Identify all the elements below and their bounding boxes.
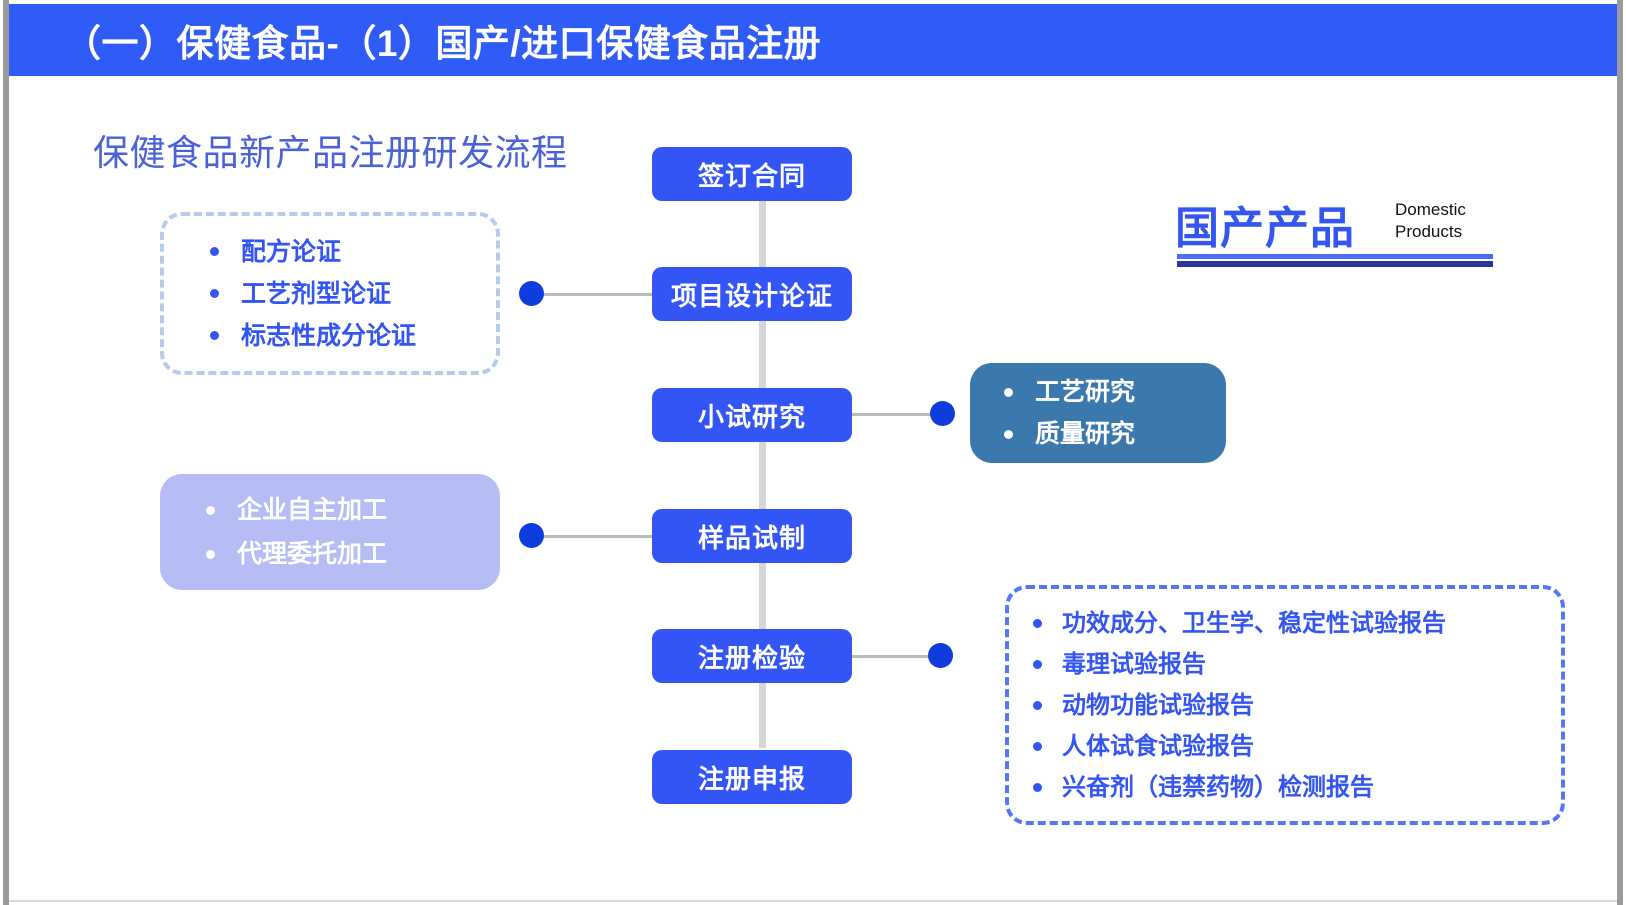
badge-label-cn: 国产产品	[1175, 204, 1355, 253]
connector-dot-research	[930, 401, 955, 426]
bullet-dot-icon	[1033, 618, 1042, 628]
bullet-dot-icon	[1004, 429, 1013, 439]
bullet-dot-icon	[206, 505, 215, 515]
list-item: 动物功能试验报告	[1009, 685, 1446, 726]
page-title: （一）保健食品-（1）国产/进口保健食品注册	[64, 23, 822, 64]
connector-line-reports	[850, 655, 936, 658]
list-item-label: 标志性成分论证	[241, 321, 417, 350]
bullet-dot-icon	[1033, 782, 1042, 792]
connector-line-processing	[540, 535, 654, 538]
panel-research-list: 工艺研究 质量研究	[970, 371, 1135, 455]
list-item-label: 功效成分、卫生学、稳定性试验报告	[1062, 609, 1446, 637]
flow-step-project-design[interactable]: 项目设计论证	[652, 267, 852, 321]
badge-underline-lower	[1177, 261, 1493, 267]
connector-line-research	[850, 413, 950, 416]
connector-dot-formula	[519, 281, 544, 306]
flow-spine	[759, 196, 766, 748]
panel-processing-modes: 企业自主加工 代理委托加工	[160, 474, 500, 590]
bullet-dot-icon	[210, 247, 219, 256]
connector-dot-reports	[928, 643, 953, 668]
panel-test-reports: 功效成分、卫生学、稳定性试验报告 毒理试验报告 动物功能试验报告 人体试食试验报…	[1005, 585, 1565, 825]
panel-reports-list: 功效成分、卫生学、稳定性试验报告 毒理试验报告 动物功能试验报告 人体试食试验报…	[1009, 603, 1446, 808]
left-edge-rail	[3, 0, 9, 905]
panel-formula-arguments: 配方论证 工艺剂型论证 标志性成分论证	[160, 212, 500, 375]
list-item: 代理委托加工	[160, 532, 387, 576]
header-bar: （一）保健食品-（1）国产/进口保健食品注册	[9, 4, 1617, 76]
list-item: 质量研究	[970, 413, 1135, 455]
list-item: 配方论证	[164, 231, 416, 273]
badge-label-en: Domestic Products	[1395, 199, 1466, 243]
bullet-dot-icon	[1033, 659, 1042, 669]
list-item-label: 人体试食试验报告	[1062, 732, 1254, 760]
panel-processing-list: 企业自主加工 代理委托加工	[160, 488, 387, 576]
flow-subtitle: 保健食品新产品注册研发流程	[93, 132, 568, 173]
bottom-rule	[9, 900, 1617, 902]
right-edge-rail	[1617, 0, 1623, 905]
list-item: 功效成分、卫生学、稳定性试验报告	[1009, 603, 1446, 644]
list-item-label: 工艺研究	[1035, 378, 1136, 406]
domestic-product-badge: 国产产品 Domestic Products	[1175, 192, 1500, 270]
bullet-dot-icon	[1033, 700, 1042, 710]
flow-step-registration-filing[interactable]: 注册申报	[652, 750, 852, 804]
bullet-dot-icon	[1004, 387, 1013, 397]
badge-underline-upper	[1177, 254, 1493, 259]
list-item: 人体试食试验报告	[1009, 726, 1446, 767]
connector-dot-processing	[519, 523, 544, 548]
list-item: 标志性成分论证	[164, 315, 416, 357]
bullet-dot-icon	[210, 331, 219, 340]
list-item-label: 动物功能试验报告	[1062, 691, 1254, 719]
list-item: 兴奋剂（违禁药物）检测报告	[1009, 767, 1446, 808]
list-item-label: 质量研究	[1035, 420, 1136, 448]
list-item: 企业自主加工	[160, 488, 387, 532]
flow-step-sign-contract[interactable]: 签订合同	[652, 147, 852, 201]
bullet-dot-icon	[206, 549, 215, 559]
badge-label-en-line2: Products	[1395, 222, 1463, 241]
flow-step-sample-trial[interactable]: 样品试制	[652, 509, 852, 563]
list-item: 毒理试验报告	[1009, 644, 1446, 685]
list-item-label: 配方论证	[241, 237, 342, 266]
panel-formula-list: 配方论证 工艺剂型论证 标志性成分论证	[164, 231, 416, 357]
list-item-label: 兴奋剂（违禁药物）检测报告	[1062, 773, 1374, 801]
connector-line-formula	[540, 293, 654, 296]
badge-label-en-line1: Domestic	[1395, 200, 1466, 219]
bullet-dot-icon	[210, 289, 219, 298]
list-item-label: 工艺剂型论证	[241, 279, 392, 308]
list-item-label: 企业自主加工	[237, 496, 388, 524]
list-item-label: 毒理试验报告	[1062, 650, 1206, 678]
flow-step-pilot-research[interactable]: 小试研究	[652, 388, 852, 442]
bullet-dot-icon	[1033, 741, 1042, 751]
list-item: 工艺剂型论证	[164, 273, 416, 315]
flow-step-registration-test[interactable]: 注册检验	[652, 629, 852, 683]
panel-research-topics: 工艺研究 质量研究	[970, 363, 1226, 463]
list-item-label: 代理委托加工	[237, 540, 388, 568]
list-item: 工艺研究	[970, 371, 1135, 413]
